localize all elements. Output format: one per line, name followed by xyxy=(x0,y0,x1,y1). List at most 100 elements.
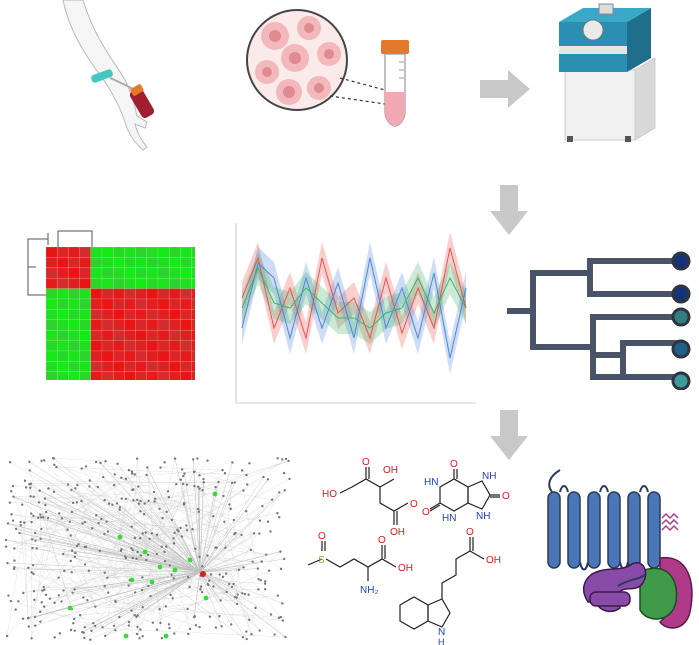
heatmap-cell xyxy=(180,288,192,300)
heatmap-cell xyxy=(45,361,58,373)
heatmap-cell xyxy=(135,277,148,289)
network-node xyxy=(132,499,135,502)
network-node xyxy=(135,557,138,560)
network-node xyxy=(141,606,144,609)
network-node xyxy=(158,607,161,611)
network-edge xyxy=(199,479,269,573)
network-edge xyxy=(137,499,261,521)
network-edge xyxy=(14,548,137,617)
network-node xyxy=(223,472,227,475)
network-edge xyxy=(125,556,234,585)
network-node xyxy=(244,509,248,513)
network-node xyxy=(73,629,76,632)
heatmap-cell xyxy=(135,309,148,321)
network-node xyxy=(9,490,13,493)
heatmap-cell xyxy=(45,371,58,380)
heatmap-cell xyxy=(135,257,148,269)
network-node xyxy=(199,585,203,588)
heatmap-cell xyxy=(168,340,181,352)
network-node xyxy=(31,546,34,550)
network-node xyxy=(127,469,131,472)
network-node xyxy=(53,636,56,639)
heatmap-cell xyxy=(45,350,58,362)
network-node xyxy=(43,497,47,500)
network-edge xyxy=(161,546,227,593)
network-node xyxy=(53,463,56,467)
network-edge xyxy=(29,470,72,610)
heatmap-cell xyxy=(191,267,195,279)
network-edge xyxy=(173,490,244,539)
network-node xyxy=(231,461,234,464)
network-node xyxy=(82,631,85,635)
network-node xyxy=(278,491,281,494)
network-edge xyxy=(14,467,148,549)
network-edge xyxy=(7,562,201,573)
network-edge xyxy=(116,503,201,573)
network-edge xyxy=(199,561,262,573)
network-edge xyxy=(30,481,219,484)
network-node xyxy=(69,534,72,537)
network-node xyxy=(257,577,260,581)
heatmap-cell xyxy=(90,340,103,352)
network-edge xyxy=(128,470,282,569)
heatmap-cell xyxy=(90,319,103,331)
network-node xyxy=(94,605,97,608)
network-node xyxy=(202,477,205,481)
heatmap-cell xyxy=(191,371,195,380)
network-node xyxy=(159,466,162,469)
network-node xyxy=(114,599,117,603)
heatmap-cell xyxy=(90,246,103,258)
network-edge xyxy=(13,496,25,523)
network-node xyxy=(277,616,281,620)
network-edge xyxy=(5,486,199,547)
network-edge xyxy=(132,458,138,559)
heatmap-cell xyxy=(180,361,192,373)
heatmap-cell xyxy=(146,257,159,269)
chart-band xyxy=(242,242,466,374)
heatmap-cell xyxy=(56,340,69,352)
network-edge xyxy=(199,534,235,573)
network-node xyxy=(247,593,250,596)
network-edge xyxy=(28,567,266,584)
network-edge xyxy=(56,466,247,476)
network-highlight-node xyxy=(67,605,73,611)
network-node xyxy=(103,498,106,502)
heatmap-cell xyxy=(68,319,80,331)
network-edge xyxy=(7,523,201,573)
network-node xyxy=(29,486,32,489)
network-edge xyxy=(20,511,167,523)
heatmap-cell xyxy=(101,340,114,352)
heatmap-cell xyxy=(124,350,136,362)
network-node xyxy=(14,608,17,611)
right-arrow-icon xyxy=(480,70,530,108)
network-node xyxy=(221,575,225,579)
heatmap-cell xyxy=(68,350,80,362)
network-edge xyxy=(81,500,141,556)
network-node xyxy=(83,545,87,549)
network-node xyxy=(283,489,286,492)
heatmap-cell xyxy=(146,319,159,331)
heatmap-cell xyxy=(90,371,103,380)
chem-label: NH xyxy=(476,511,490,522)
network-node xyxy=(100,517,103,521)
heatmap-cell xyxy=(56,288,69,300)
network-node xyxy=(39,620,42,623)
network-edge xyxy=(59,513,103,628)
heatmap-cell xyxy=(157,246,170,258)
network-node xyxy=(55,465,58,469)
network-edge xyxy=(121,498,214,517)
network-node xyxy=(9,599,12,603)
network-node xyxy=(53,601,56,605)
heatmap-cell xyxy=(168,277,181,289)
network-node xyxy=(279,615,282,619)
network-node xyxy=(197,510,200,514)
network-node xyxy=(23,521,26,524)
network-node xyxy=(198,487,201,490)
heatmap-cell xyxy=(45,267,58,279)
network-node xyxy=(118,615,121,619)
network-node xyxy=(130,472,134,475)
heatmap-cell xyxy=(56,246,69,258)
network-node xyxy=(161,516,164,520)
network-edge xyxy=(44,491,154,499)
heatmap-cell xyxy=(146,288,159,300)
